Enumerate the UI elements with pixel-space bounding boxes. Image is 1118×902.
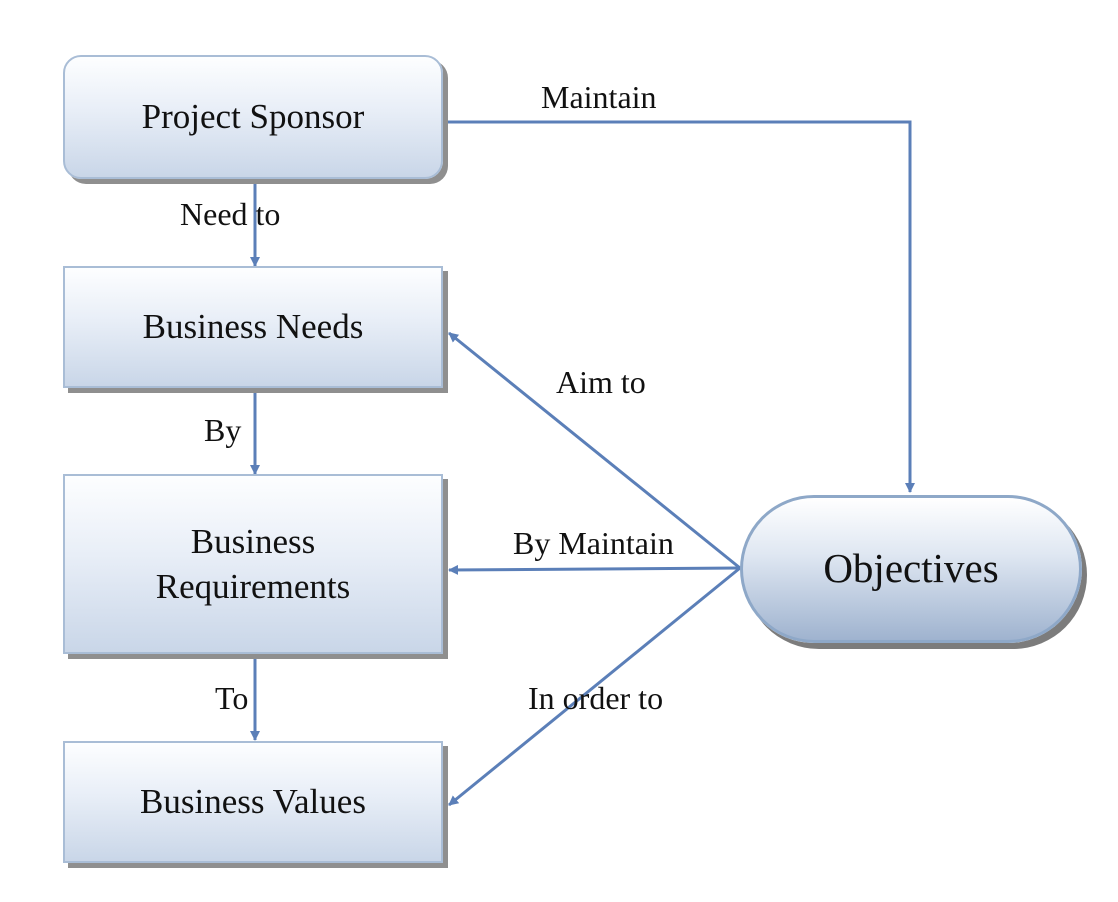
- label-need-to: Need to: [180, 196, 281, 232]
- label-by-maintain: By Maintain: [513, 525, 674, 561]
- node-business-values: Business Values: [63, 741, 443, 863]
- label-aim-to: Aim to: [556, 364, 646, 400]
- connector-objectives-to-needs: [448, 331, 741, 570]
- connector-objectives-to-values: [448, 566, 741, 807]
- node-objectives: Objectives: [740, 495, 1082, 643]
- node-project-sponsor: Project Sponsor: [63, 55, 443, 179]
- connector-sponsor-to-objectives: [445, 120, 915, 493]
- label-in-order-to: In order to: [528, 680, 664, 716]
- label-maintain: Maintain: [541, 79, 657, 115]
- label-by: By: [204, 412, 242, 448]
- node-business-needs: Business Needs: [63, 266, 443, 388]
- connector-objectives-to-requirements: [448, 564, 741, 575]
- node-business-requirements: Business Requirements: [63, 474, 443, 654]
- label-to: To: [215, 680, 249, 716]
